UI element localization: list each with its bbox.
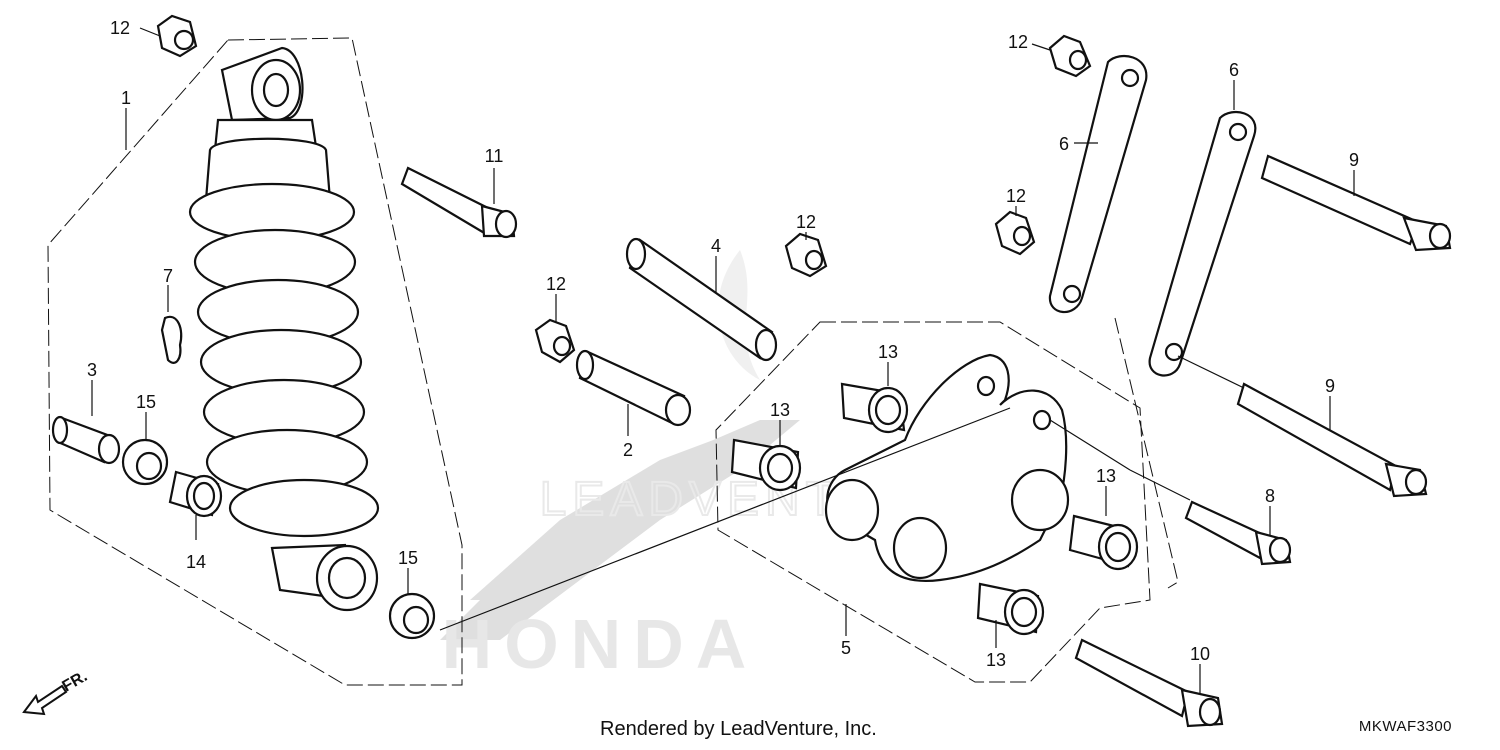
honda-watermark: HONDA LEADVENTURE	[440, 250, 955, 683]
callout-12: 12	[1008, 32, 1028, 52]
callout-12: 12	[796, 212, 816, 232]
seal-15-left	[121, 438, 169, 486]
callout-8: 8	[1265, 486, 1275, 506]
collar-2	[575, 349, 692, 427]
collar-3	[51, 415, 121, 465]
rod-assembly-outline	[1114, 317, 1179, 589]
bolt-9-lower	[1236, 382, 1428, 498]
bearing-13-c	[1068, 514, 1139, 571]
nut-12-c	[784, 232, 828, 278]
wing-stripe-2	[470, 430, 740, 600]
callout-2: 2	[623, 440, 633, 460]
callout-1: 1	[121, 88, 131, 108]
bearing-14	[168, 470, 223, 518]
nut-12-d	[1048, 34, 1092, 78]
leader-lines	[91, 27, 1355, 694]
callout-6: 6	[1059, 134, 1069, 154]
shock-absorber	[188, 46, 380, 612]
callout-12: 12	[1006, 186, 1026, 206]
callout-6: 6	[1229, 60, 1239, 80]
callout-10: 10	[1190, 644, 1210, 664]
callout-15: 15	[398, 548, 418, 568]
watermark-brand: HONDA	[442, 605, 759, 683]
bolt-11	[400, 166, 518, 239]
callout-4: 4	[711, 236, 721, 256]
clip-7	[160, 315, 183, 364]
callout-13: 13	[770, 400, 790, 420]
rod-6-left	[1048, 54, 1148, 314]
callout-13: 13	[1096, 466, 1116, 486]
callout-9: 9	[1349, 150, 1359, 170]
bearing-13-d	[976, 582, 1045, 636]
nut-12-b	[534, 318, 576, 364]
bolt-10	[1074, 638, 1224, 728]
callout-13: 13	[986, 650, 1006, 670]
seal-15-bottom	[388, 592, 436, 640]
nut-12-a	[156, 14, 198, 58]
link-assembly-outline	[715, 321, 1151, 683]
rod-6-right	[1148, 110, 1257, 377]
callouts: 12 1 7 3 15 14 15 11 12 4 12 2 13 13 13 …	[87, 18, 1359, 670]
bolt-8	[1184, 500, 1292, 566]
cushion-arm-5	[824, 353, 1070, 583]
diagram-code: MKWAF3300	[1358, 718, 1452, 735]
bearing-13-a	[840, 382, 909, 434]
bearing-13-b	[730, 438, 802, 492]
bolt-9-upper	[1260, 154, 1452, 252]
callout-11: 11	[485, 146, 504, 166]
callout-9: 9	[1325, 376, 1335, 396]
nut-12-e	[994, 210, 1036, 256]
callout-15: 15	[136, 392, 156, 412]
rendered-by-credit: Rendered by LeadVenture, Inc.	[600, 718, 877, 740]
callout-12: 12	[110, 18, 130, 38]
shock-assembly-outline	[47, 37, 463, 686]
callout-7: 7	[163, 266, 173, 286]
callout-13: 13	[878, 342, 898, 362]
callout-14: 14	[186, 552, 206, 572]
callout-5: 5	[841, 638, 851, 658]
front-arrow: FR.	[22, 668, 90, 716]
collar-4	[625, 237, 778, 362]
callout-3: 3	[87, 360, 97, 380]
callout-12: 12	[546, 274, 566, 294]
